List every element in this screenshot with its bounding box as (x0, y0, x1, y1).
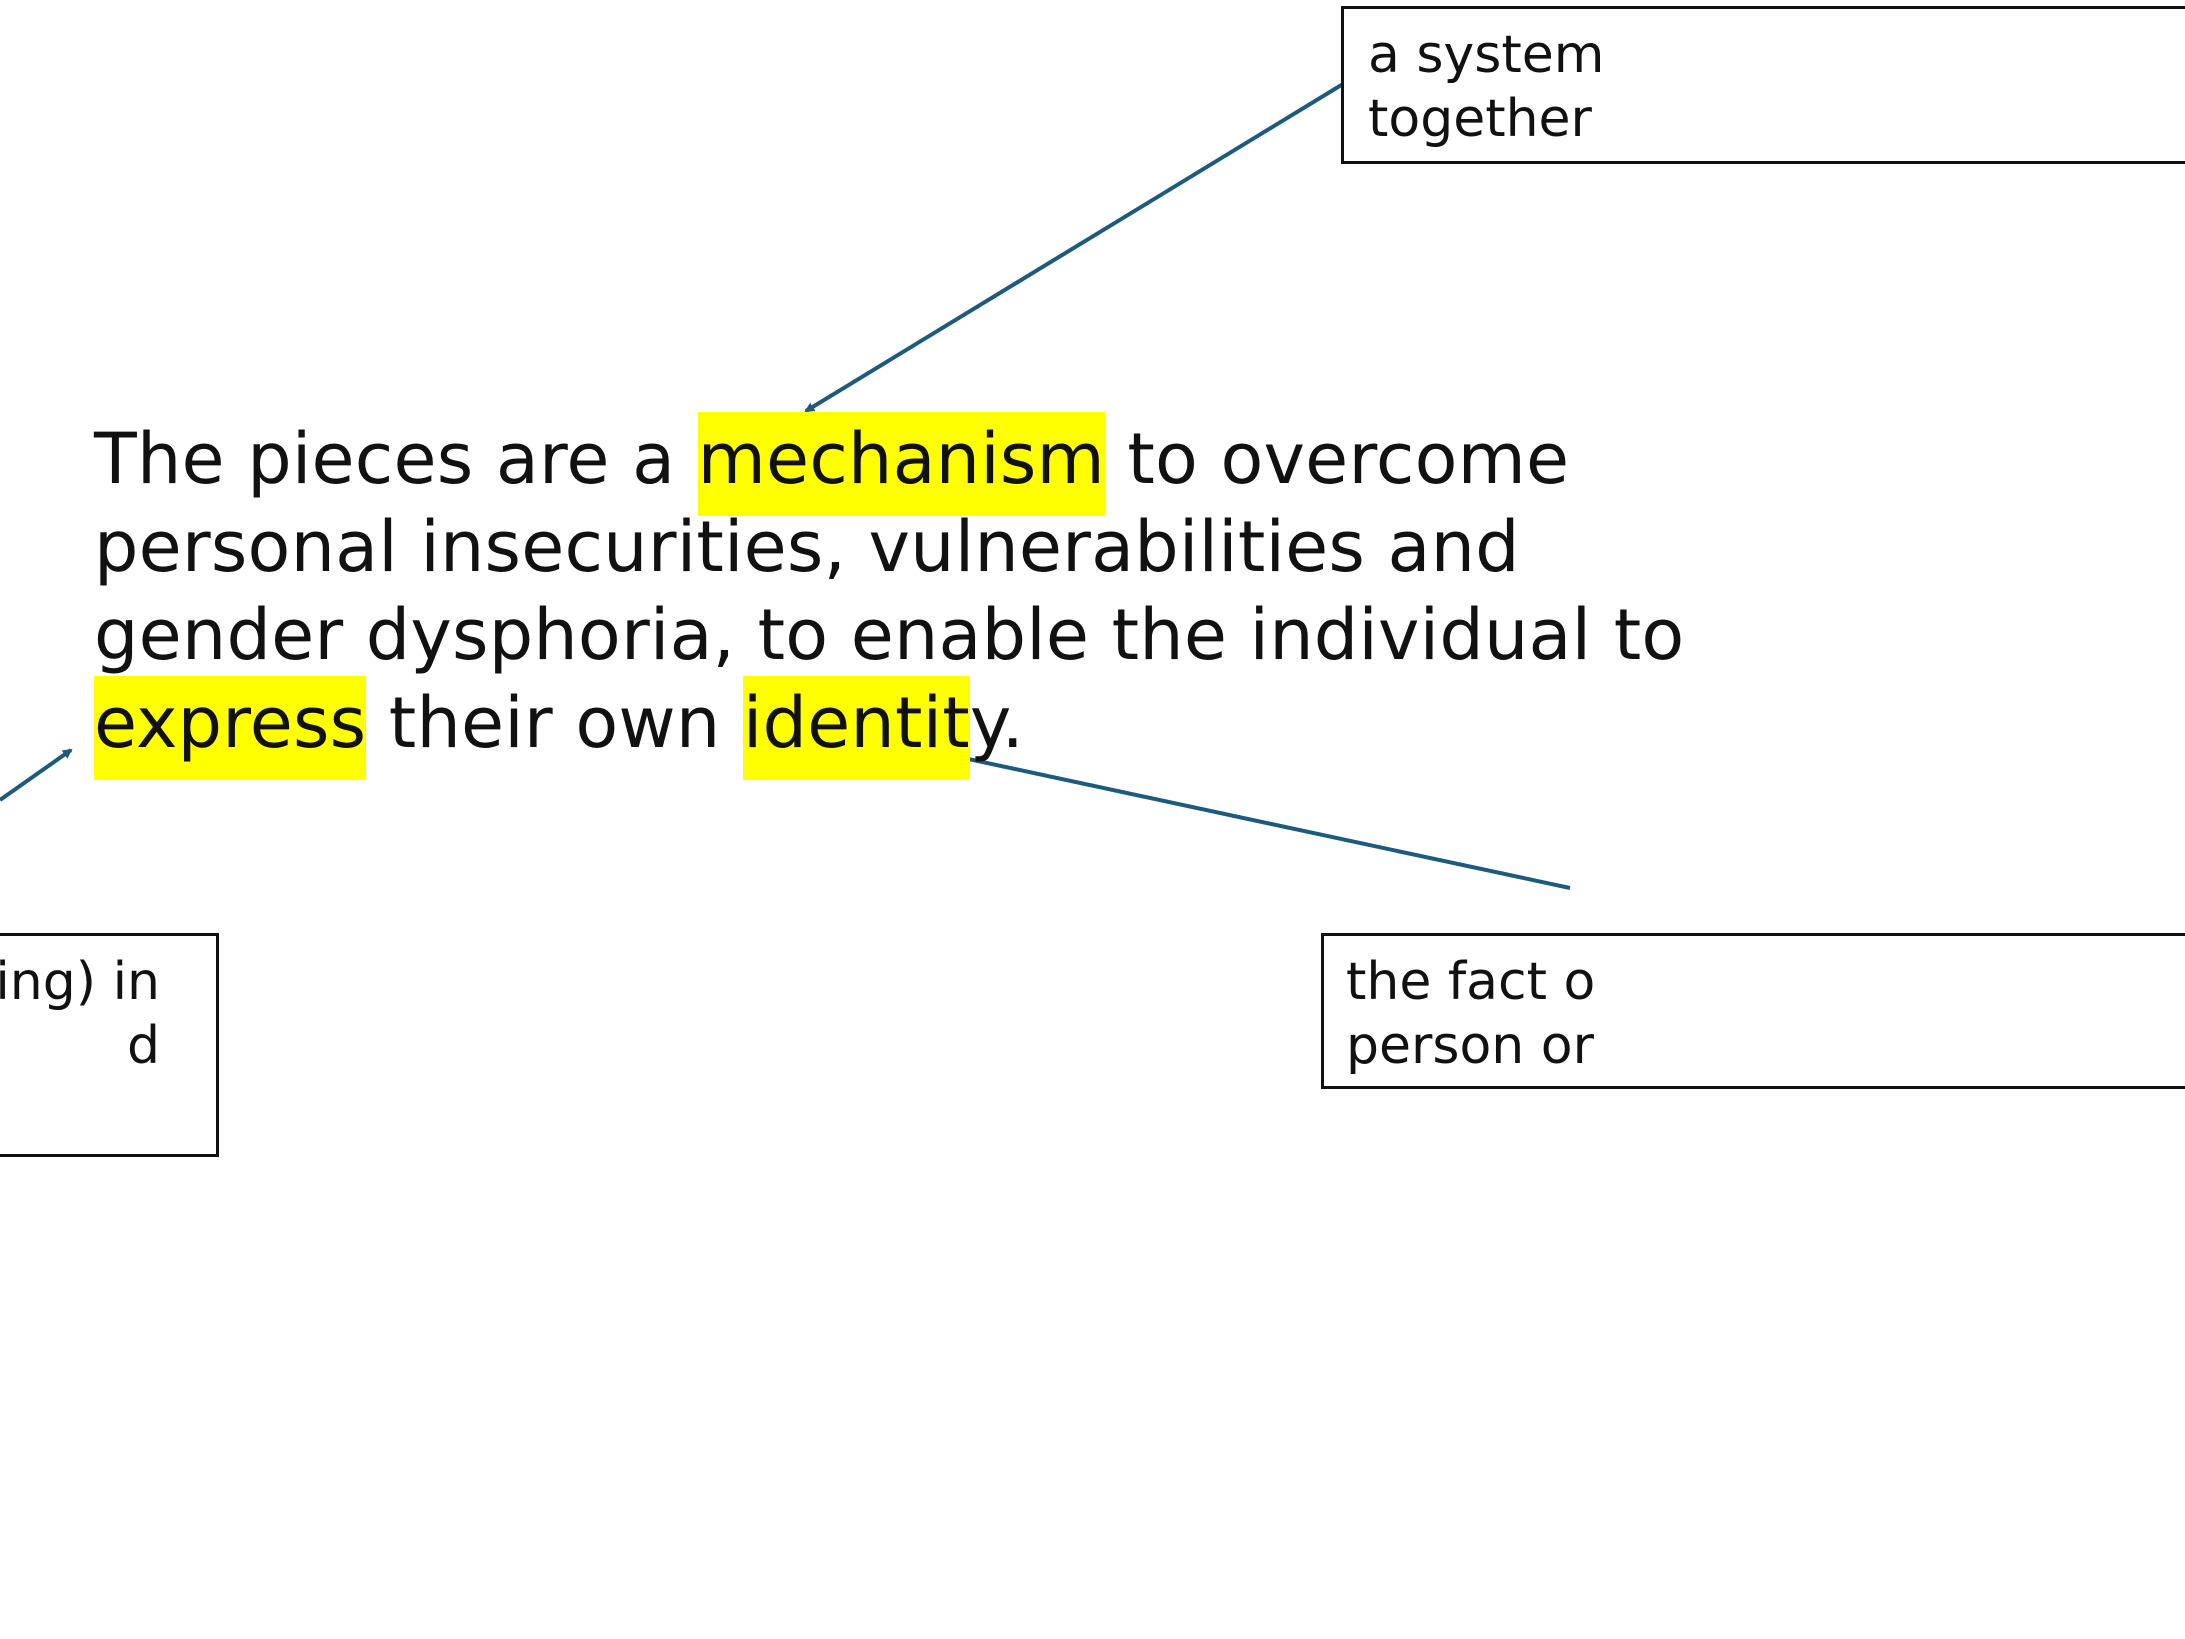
arrow-to-identity (929, 747, 1571, 890)
arrow-to-express (0, 748, 73, 802)
definition-express-line-1: eling) in (0, 952, 160, 1012)
identity-unhighlighted-tail: y (969, 682, 1002, 764)
definition-box-identity: the fact o person or (1321, 933, 2185, 1089)
definition-express-line-2: d (126, 1016, 160, 1076)
sentence-line-1-end: to overcome (1104, 418, 1570, 500)
definition-box-mechanism: a system together (1341, 6, 2185, 164)
sentence-line-1: The pieces are a mechanism to overcome (94, 412, 1684, 516)
definition-identity-line-2: person or (1346, 1016, 1594, 1076)
definition-mechanism-line-2: together (1368, 89, 1592, 149)
definition-mechanism-line-1: a system (1368, 25, 1605, 85)
highlight-mechanism: mechanism (697, 412, 1105, 516)
highlight-express: express (94, 676, 367, 780)
sentence-line-4: express their own identity. (94, 676, 1684, 780)
main-sentence: The pieces are a mechanism to overcome p… (94, 412, 1685, 780)
sentence-line-3: gender dysphoria, to enable the individu… (94, 594, 1685, 676)
definition-identity-line-1: the fact o (1346, 952, 1596, 1012)
arrow-to-mechanism (804, 82, 1345, 413)
sentence-line-1-start: The pieces are a (94, 418, 698, 500)
sentence-line-4-middle: their own (366, 682, 743, 764)
sentence-period: . (1001, 682, 1025, 764)
sentence-line-2: personal insecurities, vulnerabilities a… (94, 506, 1520, 588)
definition-box-express: eling) in d (0, 933, 219, 1157)
highlight-identity: identit (742, 676, 970, 780)
